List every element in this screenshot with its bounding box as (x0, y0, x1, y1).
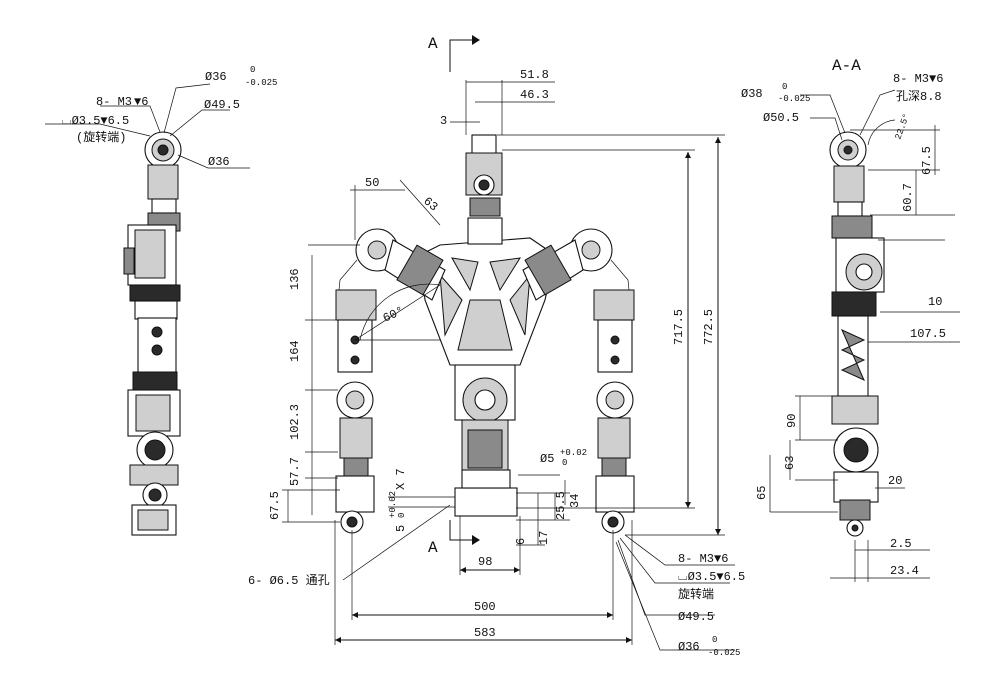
base-block (454, 487, 518, 517)
section-title: A-A (832, 57, 861, 75)
left-counterbore: ⌴Ø3.5 (62, 114, 100, 128)
br-d49-label: Ø49.5 (678, 610, 714, 624)
sec-holes-label: 8- M3▼6 (893, 72, 943, 86)
depth-symbol-icon: ▼ (100, 114, 108, 128)
sec-d38: Ø38 (741, 87, 763, 101)
dim-60deg: 60° (381, 304, 407, 326)
sec-dim-23-4: 23.4 (890, 564, 919, 578)
dim-3: 3 (440, 114, 447, 128)
left-d36-label: Ø36 (208, 155, 230, 169)
dim-51-8: 51.8 (520, 68, 549, 82)
sec-angle: 22.5° (893, 112, 912, 141)
section-aa-view (769, 89, 960, 582)
sec-d38-upper: 0 (782, 82, 787, 92)
left-side-view (45, 83, 250, 536)
dim-50: 50 (365, 176, 379, 190)
br-d36-label: Ø36 (678, 640, 700, 654)
sec-dim-90: 90 (785, 414, 799, 428)
dim-7: X 7 (394, 468, 408, 490)
sec-d38-lower: -0.025 (778, 94, 810, 104)
br-counterbore-depth: 6.5 (724, 570, 746, 584)
dim-57-7: 57.7 (288, 457, 302, 486)
section-mark-a-top: A (428, 35, 438, 53)
dim-102-3: 102.3 (288, 404, 302, 440)
left-rotating-end-note: (旋转端) (76, 129, 126, 145)
hole-d5-lower: 0 (562, 458, 567, 468)
br-depth-icon: ▼6 (714, 552, 728, 566)
dim-136: 136 (288, 268, 302, 290)
dim-63: 63 (420, 194, 440, 214)
dim-5-tol-lower: 0 (397, 513, 407, 518)
br-d36-lower: -0.025 (708, 648, 740, 658)
section-mark-a-bottom: A (428, 539, 438, 557)
hole-d5-upper: +0.02 (560, 448, 587, 458)
br-d36-upper: 0 (712, 635, 717, 645)
dim-500: 500 (474, 600, 496, 614)
sec-holes: 8- M3 (893, 72, 929, 86)
dim-17: 17 (537, 531, 551, 545)
dim-583: 583 (474, 626, 496, 640)
sec-hole-depth: 孔深8.8 (896, 89, 942, 104)
left-counterbore-label: ⌴Ø3.5▼6.5 (62, 114, 129, 128)
left-counterbore-depth: 6.5 (108, 114, 130, 128)
dim-772-5: 772.5 (702, 309, 716, 345)
dim-164: 164 (288, 340, 302, 362)
left-d36-tol-value: Ø36 (205, 70, 227, 84)
left-d36-tol-upper: 0 (250, 65, 255, 75)
dim-6: 6 (514, 538, 528, 545)
sec-dim-63: 63 (783, 456, 797, 470)
sec-dim-10: 10 (928, 295, 942, 309)
sec-dim-20: 20 (888, 474, 902, 488)
left-d49-label: Ø49.5 (204, 98, 240, 112)
dim-98: 98 (478, 555, 492, 569)
sec-dim-67-5: 67.5 (920, 146, 934, 175)
br-holes: 8- M3 (678, 552, 714, 566)
br-counterbore-label: ⌴Ø3.5▼6.5 (678, 570, 745, 584)
dim-67-5: 67.5 (268, 491, 282, 520)
sec-dim-2-5: 2.5 (890, 537, 912, 551)
dim-46-3: 46.3 (520, 88, 549, 102)
sec-dim-107-5: 107.5 (910, 327, 946, 341)
br-counterbore: ⌴Ø3.5 (678, 570, 716, 584)
br-rotating-end-note: 旋转端 (678, 586, 714, 602)
sec-d50-5: Ø50.5 (763, 111, 799, 125)
dim-717-5: 717.5 (672, 309, 686, 345)
front-view (282, 35, 735, 651)
through-hole-label: 6- Ø6.5 通孔 (248, 573, 330, 588)
dim-25-5: 25.5 (554, 491, 568, 520)
hole-d5: Ø5 (540, 452, 554, 466)
sec-dim-60-7: 60.7 (901, 183, 915, 212)
left-d36-tol-lower: -0.025 (245, 78, 277, 88)
dim-5-tol-upper: +0.02 (388, 491, 398, 518)
sec-dim-65: 65 (755, 486, 769, 500)
dim-7-value: 7 (394, 468, 408, 475)
left-d36-tol: Ø36 (205, 70, 227, 84)
sec-depth-icon: ▼6 (929, 72, 943, 86)
br-holes-label: 8- M3▼6 (678, 552, 728, 566)
dim-5-tol: 5 (394, 525, 408, 532)
dim-34: 34 (568, 494, 582, 508)
br-cb-depth-icon: ▼ (716, 570, 724, 584)
left-holes-label: 8- M3 (96, 95, 132, 109)
left-depth-icon: ▼6 (134, 95, 148, 109)
